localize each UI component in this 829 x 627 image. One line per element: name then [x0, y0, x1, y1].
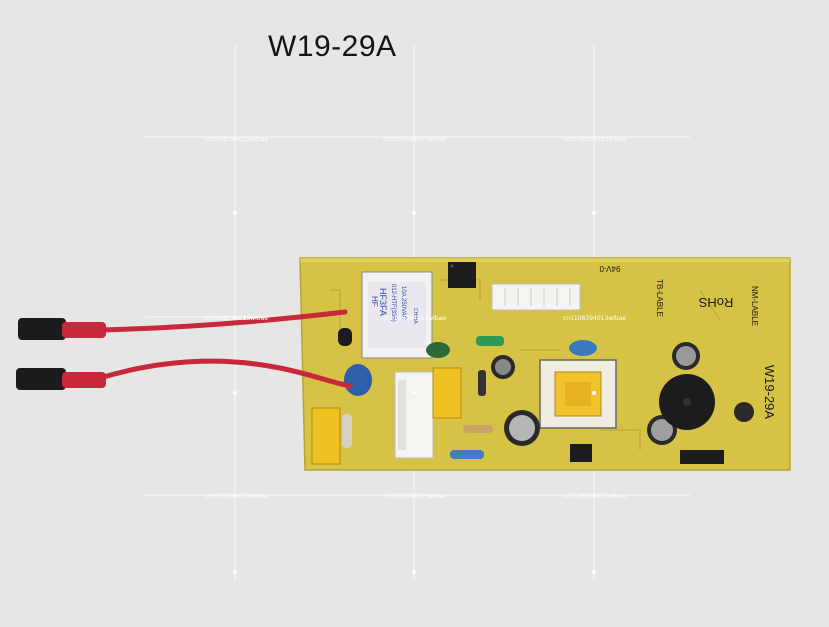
relay-extra: CHINA: [412, 308, 418, 324]
silk-label-1: TB-LABLE: [655, 279, 664, 317]
capacitors: [491, 342, 754, 446]
watermark-text-5: cn1108394013wlbae: [383, 315, 446, 322]
silk-code: 94V-0: [599, 264, 620, 273]
relay: [361, 271, 433, 359]
relay-model: HF3FA: [378, 288, 388, 316]
watermark-text-8: cn1108394013wlbae: [383, 493, 446, 500]
wire-terminals: [16, 318, 106, 390]
silk-model: W19-29A: [762, 365, 777, 420]
optocoupler: [570, 444, 592, 462]
watermark-text-1: cn1108394013wlbae: [205, 136, 268, 143]
buzzer: [659, 374, 715, 430]
x-capacitor: [311, 407, 341, 465]
watermark-text-6: cn1108394013wlbae: [563, 315, 626, 322]
connector-top: [491, 283, 581, 311]
product-title: W19-29A: [268, 30, 397, 63]
watermark-text-2: cn1108394013wlbae: [383, 136, 446, 143]
ceramic-cap-1: [344, 364, 372, 396]
silk-label-2: NM-LABLE: [750, 286, 759, 326]
transformer: [539, 359, 617, 429]
silk-rohs: RoHS: [698, 295, 733, 310]
relay-brand: HF: [370, 296, 379, 307]
transistor: [338, 328, 352, 346]
watermark-text-4: cn1108394013wlbae: [205, 315, 268, 322]
ceramic-cap-2: [569, 340, 597, 356]
relay-rating: 10A 250VAC: [400, 286, 406, 321]
ceramic-cap-3: [426, 342, 450, 358]
film-capacitor: [432, 367, 462, 419]
wires: [97, 309, 353, 389]
pin-header: [680, 450, 724, 464]
watermark-text-9: cn1108394013wlbae: [563, 493, 626, 500]
relay-code: 012-HTF(335): [390, 284, 396, 322]
watermark-text-7: cn1108394013wlbae: [205, 493, 268, 500]
watermark-text-3: cn1108394013wlbae: [563, 136, 626, 143]
resistors: [342, 336, 504, 459]
